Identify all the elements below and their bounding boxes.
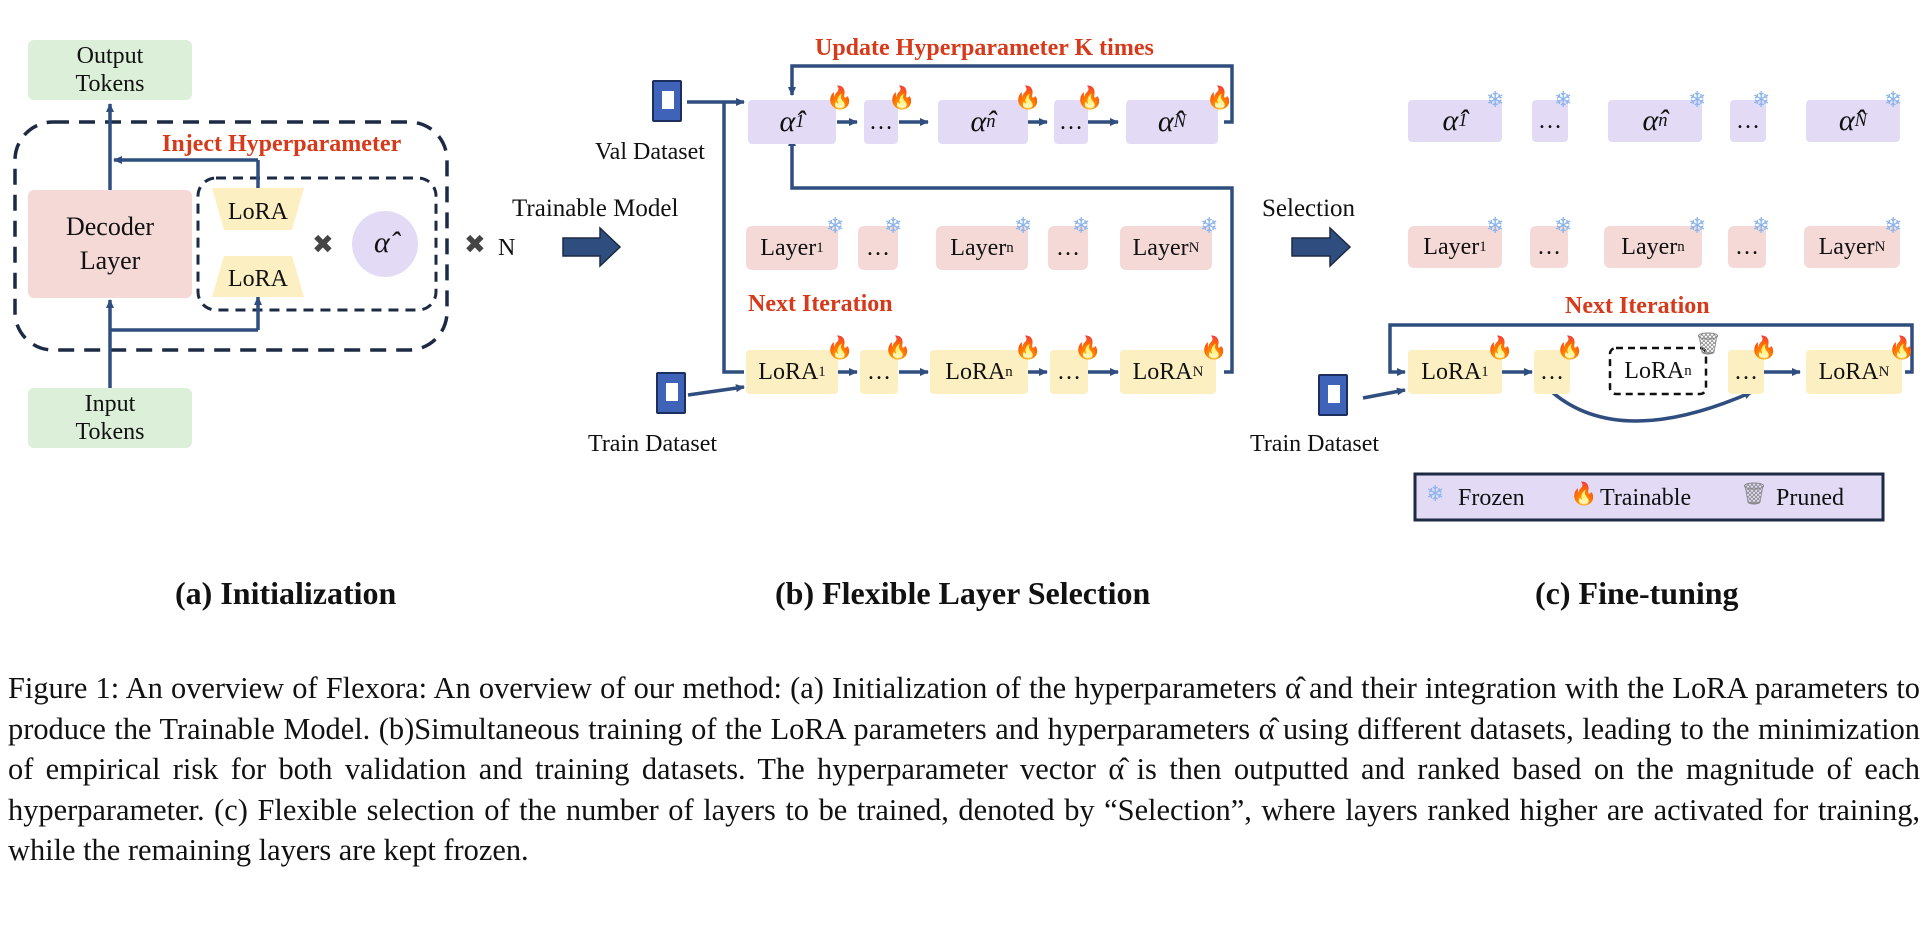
fire-icon: 🔥 <box>1014 336 1042 361</box>
fire-icon: 🔥 <box>826 86 854 111</box>
alpha-n-box: α̂n <box>938 100 1028 144</box>
lora-top-label: LoRA <box>228 199 288 225</box>
ellipsis-box: … <box>1728 226 1766 268</box>
trash-icon: 🗑 <box>1740 482 1768 507</box>
multiply-n-icon: ✖ <box>464 230 486 260</box>
ellipsis-box: … <box>1534 350 1570 394</box>
multiply-icon: ✖ <box>312 230 334 260</box>
fire-icon: 🔥 <box>884 336 912 361</box>
val-dataset-doc-icon <box>652 80 682 122</box>
fire-icon: 🔥 <box>1074 336 1102 361</box>
fire-icon: 🔥 <box>1486 336 1514 361</box>
fire-icon: 🔥 <box>1206 86 1234 111</box>
snowflake-icon: ❄ <box>1752 88 1771 113</box>
ellipsis-box: … <box>1050 350 1088 394</box>
fire-icon: 🔥 <box>826 336 854 361</box>
inject-hyperparameter-label: Inject Hyperparameter <box>162 131 402 157</box>
snowflake-icon: ❄ <box>1688 88 1707 113</box>
lora-bottom-label: LoRA <box>228 266 288 292</box>
fire-icon: 🔥 <box>1570 482 1598 507</box>
ellipsis-box: … <box>1532 100 1568 142</box>
trainable-model-label: Trainable Model <box>512 195 679 222</box>
train-dataset-doc-icon <box>1318 374 1348 416</box>
train-dataset-label: Train Dataset <box>588 431 718 457</box>
selection-label: Selection <box>1262 195 1356 222</box>
ellipsis-box: … <box>1728 350 1764 394</box>
snowflake-icon: ❄ <box>1884 88 1903 113</box>
alpha-1-box: α̂1 <box>748 100 836 144</box>
snowflake-icon: ❄ <box>1884 214 1903 239</box>
snowflake-icon: ❄ <box>1014 214 1033 239</box>
legend-frozen: Frozen <box>1458 485 1525 511</box>
ellipsis-box: … <box>1530 226 1568 268</box>
fire-icon: 🔥 <box>1750 336 1778 361</box>
snowflake-icon: ❄ <box>1426 482 1445 507</box>
snowflake-icon: ❄ <box>1752 214 1771 239</box>
snowflake-icon: ❄ <box>1688 214 1707 239</box>
alpha-N-frozen-box: α̂N <box>1806 100 1900 142</box>
train-dataset-label-c: Train Dataset <box>1250 431 1380 457</box>
legend-trainable: Trainable <box>1600 485 1692 511</box>
snowflake-icon: ❄ <box>1554 88 1573 113</box>
snowflake-icon: ❄ <box>1554 214 1573 239</box>
update-hyperparameter-label: Update Hyperparameter K times <box>815 35 1154 61</box>
subcaption-b: (b) Flexible Layer Selection <box>775 575 1151 611</box>
trash-icon: 🗑 <box>1694 332 1722 357</box>
ellipsis-box: … <box>1730 100 1766 142</box>
ellipsis-box: … <box>860 350 898 394</box>
snowflake-icon: ❄ <box>884 214 903 239</box>
alpha-N-box: α̂N <box>1126 100 1218 144</box>
fire-icon: 🔥 <box>1014 86 1042 111</box>
val-dataset-label: Val Dataset <box>595 139 705 165</box>
subcaption-a: (a) Initialization <box>175 575 397 611</box>
ellipsis-box: … <box>1048 226 1088 270</box>
fire-icon: 🔥 <box>1076 86 1104 111</box>
snowflake-icon: ❄ <box>1486 88 1505 113</box>
alpha-n-frozen-box: α̂n <box>1608 100 1702 142</box>
fire-icon: 🔥 <box>1556 336 1584 361</box>
legend-pruned: Pruned <box>1776 485 1844 511</box>
figure-caption: Figure 1: An overview of Flexora: An ove… <box>8 671 1920 867</box>
n-label: N <box>498 235 516 261</box>
snowflake-icon: ❄ <box>1486 214 1505 239</box>
train-dataset-doc-icon <box>656 372 686 414</box>
fire-icon: 🔥 <box>1200 336 1228 361</box>
ellipsis-box: … <box>858 226 898 270</box>
ellipsis-box: … <box>1054 100 1088 144</box>
fire-icon: 🔥 <box>1888 336 1916 361</box>
snowflake-icon: ❄ <box>826 214 845 239</box>
subcaption-c: (c) Fine-tuning <box>1535 575 1739 611</box>
alpha-hat-symbol: α̂ <box>374 226 390 259</box>
ellipsis-box: … <box>864 100 898 144</box>
snowflake-icon: ❄ <box>1072 214 1091 239</box>
next-iteration-label-c: Next Iteration <box>1565 293 1710 319</box>
next-iteration-label-b: Next Iteration <box>748 291 893 317</box>
alpha-1-frozen-box: α̂1 <box>1408 100 1502 142</box>
fire-icon: 🔥 <box>888 86 916 111</box>
snowflake-icon: ❄ <box>1200 214 1219 239</box>
